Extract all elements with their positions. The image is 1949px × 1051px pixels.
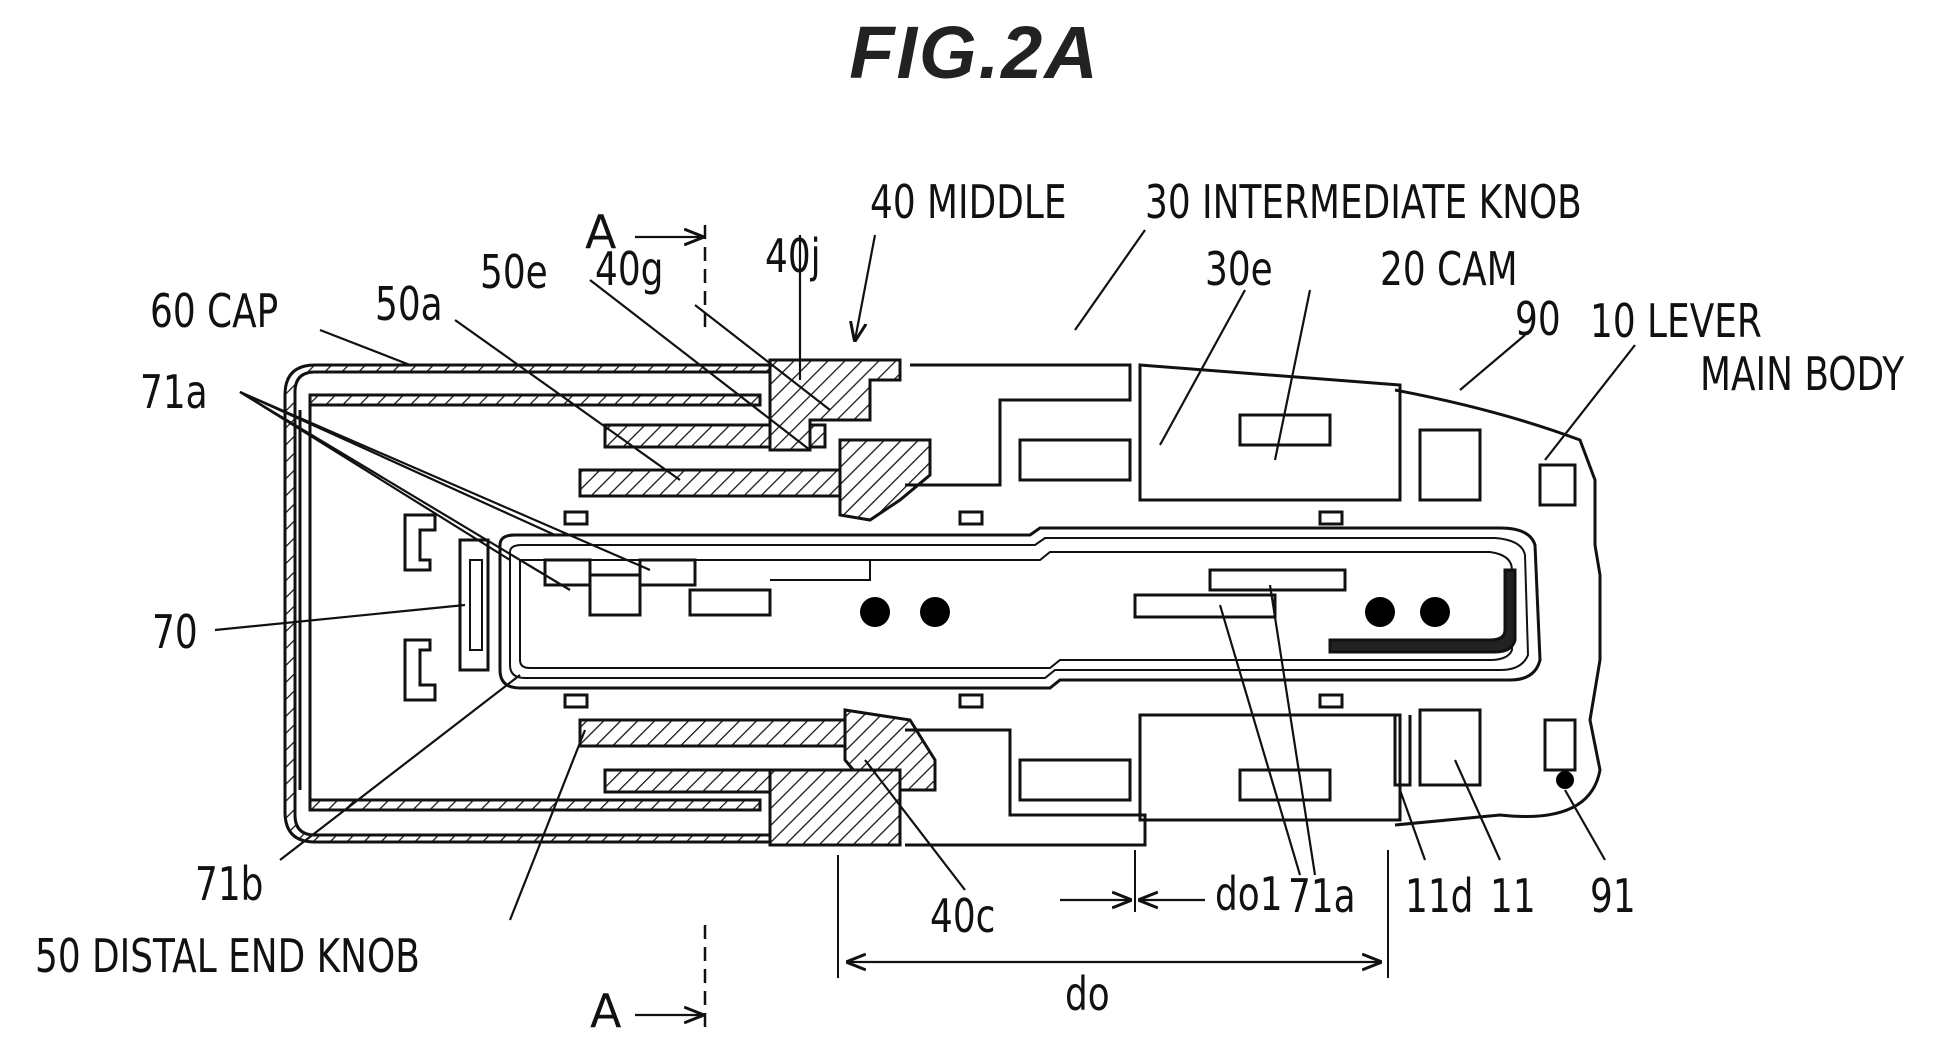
wire-block-6 xyxy=(1210,570,1345,590)
wire-step xyxy=(770,560,1040,580)
label-do1: do1 xyxy=(1215,868,1283,922)
lever-pocket-bottom xyxy=(1545,720,1575,770)
section-label-bottom: A xyxy=(590,984,622,1038)
middle-wedge-top xyxy=(840,440,930,520)
label-11d: 11d xyxy=(1405,870,1473,924)
label-main-body: MAIN BODY xyxy=(1700,348,1905,402)
hole-2 xyxy=(920,597,950,627)
label-20-cam: 20 CAM xyxy=(1380,243,1518,297)
lever-pocket-top xyxy=(1540,465,1575,505)
label-71a-right: 71a xyxy=(1288,870,1356,924)
label-60-cap: 60 CAP xyxy=(150,285,278,339)
label-50e: 50e xyxy=(480,246,548,300)
label-50-distal-end-knob: 50 DISTAL END KNOB xyxy=(35,930,420,984)
label-40j: 40j xyxy=(765,230,821,284)
pad-1 xyxy=(565,512,587,524)
leader-lines xyxy=(215,230,1635,920)
intermediate-knob-bottom xyxy=(905,730,1145,845)
cam-top xyxy=(1140,365,1400,500)
label-40-middle: 40 MIDDLE xyxy=(870,176,1067,230)
wire-block-4 xyxy=(690,590,770,615)
pad-6 xyxy=(1320,695,1342,707)
pad-5 xyxy=(1320,512,1342,524)
wire-block-1 xyxy=(545,560,590,585)
label-30-intermediate-knob: 30 INTERMEDIATE KNOB xyxy=(1145,176,1582,230)
wire-block-2 xyxy=(590,575,640,615)
label-40c: 40c xyxy=(930,890,995,944)
intermediate-knob-top xyxy=(905,365,1130,485)
label-50a: 50a xyxy=(375,278,443,332)
pad-2 xyxy=(565,695,587,707)
knob-30e-top xyxy=(1020,440,1130,480)
label-91: 91 xyxy=(1590,870,1636,924)
lever-slot-top xyxy=(1420,430,1480,500)
label-10-lever: 10 LEVER xyxy=(1590,295,1762,349)
screw-91 xyxy=(1556,771,1574,789)
notch-lower xyxy=(405,640,435,700)
cam-slot-bottom xyxy=(1240,770,1330,800)
label-71a-left: 71a xyxy=(140,366,208,420)
hole-3 xyxy=(1365,597,1395,627)
hole-1 xyxy=(860,597,890,627)
wire-block-5 xyxy=(1135,595,1275,617)
label-do: do xyxy=(1065,968,1110,1022)
cam-bottom xyxy=(1140,715,1400,820)
label-70: 70 xyxy=(152,606,198,660)
label-30e: 30e xyxy=(1205,243,1273,297)
hole-4 xyxy=(1420,597,1450,627)
middle-top xyxy=(770,360,900,450)
wire-block-3 xyxy=(640,560,695,585)
label-90: 90 xyxy=(1515,293,1561,347)
wall-11d xyxy=(1395,715,1410,785)
pad-4 xyxy=(960,695,982,707)
label-11: 11 xyxy=(1490,870,1536,924)
cap-inner-top xyxy=(310,395,760,405)
distal-knob-top xyxy=(580,470,850,496)
lever-slot-bottom xyxy=(1420,710,1480,785)
distal-knob-bottom xyxy=(580,720,850,746)
cap-inner-bottom xyxy=(310,800,760,810)
insert-70-inner xyxy=(470,560,482,650)
cam-slot-top xyxy=(1240,415,1330,445)
knob-30e-bottom xyxy=(1020,760,1130,800)
pad-3 xyxy=(960,512,982,524)
label-40g: 40g xyxy=(595,243,663,297)
label-71b: 71b xyxy=(195,858,263,912)
notch-upper xyxy=(405,515,435,570)
